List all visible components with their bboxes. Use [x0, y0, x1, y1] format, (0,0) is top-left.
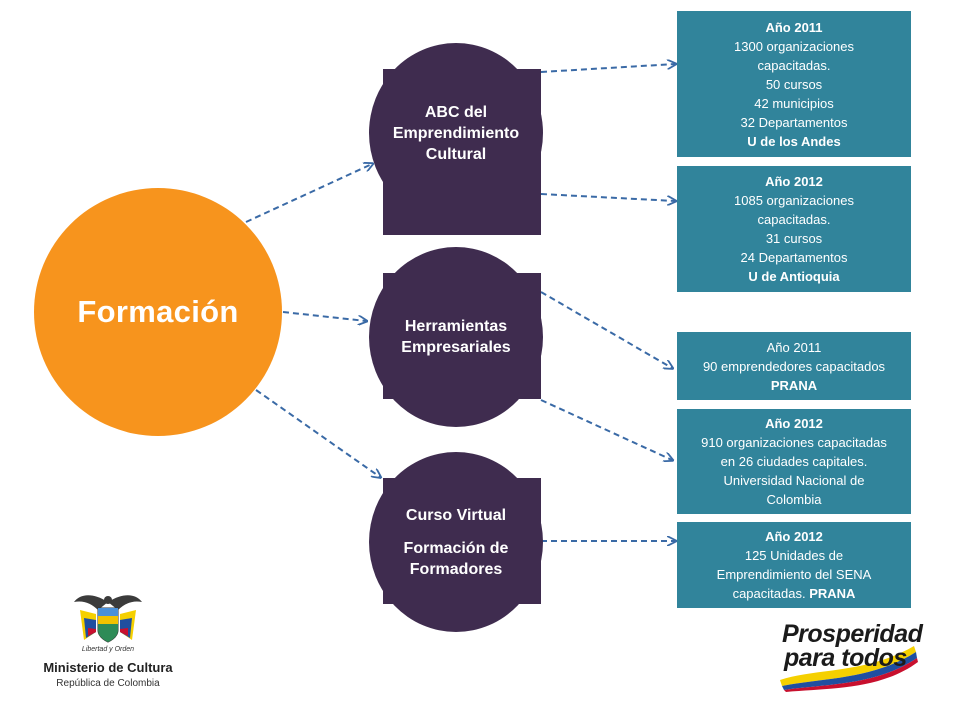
arrow-abc-to-box-2011 — [540, 64, 675, 73]
ministry-motto: Libertad y Orden — [81, 646, 135, 653]
arrow-herramientas-to-box-2012 — [540, 399, 672, 460]
flag-swoosh-icon — [780, 646, 918, 692]
prosperidad-line1: Prosperidad — [782, 620, 923, 648]
arrow-main-to-herramientas — [282, 311, 366, 321]
node-abc-emprendimiento: ABC del Emprendimiento Cultural — [369, 43, 543, 235]
info-box-abc-2012: Año 2012 1085 organizaciones capacitadas… — [677, 166, 911, 292]
ministry-name: Ministerio de Cultura — [43, 660, 173, 675]
prosperidad-line2: para todos — [784, 644, 907, 672]
ministry-country: República de Colombia — [56, 678, 160, 689]
main-node-formacion: Formación — [34, 188, 282, 436]
coat-of-arms-icon — [74, 595, 142, 643]
node-herramientas: Herramientas Empresariales — [369, 247, 543, 427]
info-box-herramientas-2012: Año 2012 910 organizaciones capacitadas … — [677, 409, 911, 514]
main-node-label: Formación — [77, 294, 239, 329]
info-box-herramientas-2011: Año 2011 90 emprendedores capacitados PR… — [677, 332, 911, 400]
node-abc-label: ABC del Emprendimiento Cultural — [392, 103, 520, 163]
arrow-abc-to-box-2012 — [540, 193, 675, 201]
info-box-abc-2011: Año 2011 1300 organizaciones capacitadas… — [677, 11, 911, 157]
arrow-main-to-curso — [255, 389, 380, 477]
arrow-herramientas-to-box-2011 — [540, 291, 672, 368]
ministerio-cultura-logo: Libertad y Orden Ministerio de Cultura R… — [40, 588, 176, 692]
info-box-curso-2012: Año 2012 125 Unidades de Emprendimiento … — [677, 522, 911, 608]
prosperidad-para-todos-logo: Prosperidad para todos — [776, 618, 926, 692]
node-curso-virtual: Curso Virtual Formación de Formadores — [369, 452, 543, 632]
node-curso-virtual-label: Curso Virtual Formación de Formadores — [403, 506, 509, 578]
node-herramientas-label: Herramientas Empresariales — [401, 318, 511, 356]
arrow-main-to-abc — [245, 164, 372, 223]
